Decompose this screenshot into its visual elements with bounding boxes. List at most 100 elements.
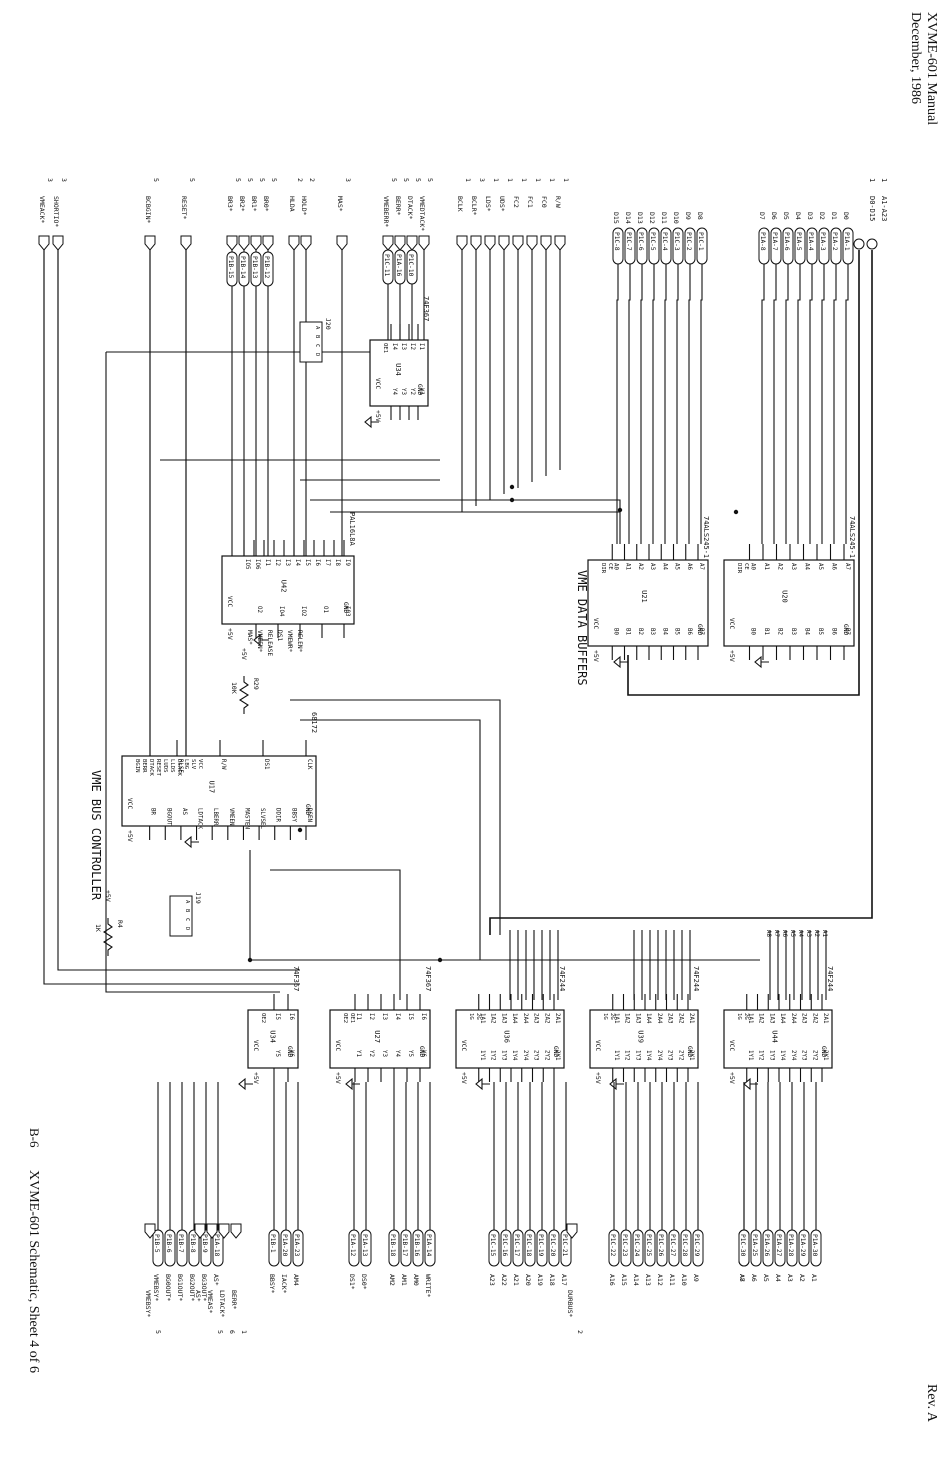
ic-pin-name: A6: [686, 563, 692, 570]
bottom-net-label: A11: [668, 1274, 676, 1286]
bus-controller-caption: VME BUS CONTROLLER: [89, 770, 103, 901]
ic-pin-name: B4: [661, 628, 667, 635]
ic-control-pin: OE1: [382, 343, 388, 353]
connector-outline: [770, 227, 782, 265]
connector-label: P1B-5: [153, 1234, 160, 1253]
data-net-label: D4: [794, 212, 802, 220]
top-bus-label: A1-A23: [880, 196, 888, 221]
connector-label: P1C-20: [549, 1234, 556, 1257]
ic-gnd-pin: GND: [418, 1046, 425, 1057]
ground-glyph: [743, 1077, 758, 1091]
ic-pin-name: 2A3: [667, 1013, 673, 1024]
connector-label: P1C-1: [697, 232, 704, 251]
connector-outline: [656, 1229, 668, 1267]
ic-control-pin: SLV: [190, 759, 196, 770]
bottom-net-label: BBSY*: [268, 1274, 276, 1294]
ic-pin-name: 1A3: [634, 1013, 640, 1024]
signal-sheet-ref: 1: [520, 178, 528, 182]
ic-vcc-pin: VCC: [728, 1040, 735, 1051]
ic-pin-name: 1Y1: [613, 1050, 619, 1061]
ic-pin-name: 1A4: [511, 1013, 517, 1024]
signal-sheet-ref: 2: [296, 178, 304, 182]
ic-pin-name: B0: [750, 628, 756, 635]
resistor-reference: R29: [252, 678, 260, 690]
signal-label: BERR*: [394, 196, 402, 216]
connector-outline: [624, 227, 636, 265]
ic-reference: U27: [373, 1030, 381, 1043]
connector-outline: [612, 227, 624, 265]
ic-pin-name: Y2: [409, 388, 415, 395]
ic-vcc-pin: VCC: [226, 596, 233, 607]
connector-label: P1C-28: [681, 1234, 688, 1257]
signal-label: RESET*: [180, 196, 188, 220]
ic-pin-name: 1Y2: [624, 1050, 630, 1060]
connector-label: P1C-18: [525, 1234, 532, 1257]
connector-label: P1C-22: [609, 1234, 616, 1257]
ic-pin-name: 1Y4: [779, 1050, 785, 1061]
ic-gnd-pin: GND: [686, 1046, 693, 1057]
signal-label: BCLR*: [470, 196, 478, 216]
ic-pin-name: Y1: [418, 388, 424, 395]
ground-symbol: [345, 1077, 360, 1091]
ic-pin-name: 2Y3: [533, 1050, 539, 1061]
connector-p1a: P1A-2: [830, 227, 842, 265]
address-bus-tap: A1: [821, 930, 827, 937]
ic-pin-name: I7: [324, 559, 330, 566]
internal-net-label: VMEEN*: [256, 630, 263, 653]
ic-pin-name: DDIR: [275, 808, 281, 822]
connector-outline: [262, 251, 274, 287]
signal-sheet-ref: 5: [188, 178, 196, 182]
misc-terminal: [144, 1223, 156, 1239]
ic-control-pin: CE: [743, 563, 749, 570]
connector-outline: [842, 227, 854, 265]
ic-pin-name: R/W: [220, 759, 226, 770]
junction-dot: [297, 827, 303, 833]
signal-sheet-ref: 5: [414, 178, 422, 182]
ic-reference: U21: [640, 590, 648, 603]
ic-control-pin: DSACK: [176, 759, 182, 776]
data-wire: [797, 264, 801, 544]
data-net-label: D12: [648, 212, 656, 224]
connector-label: P1B-13: [251, 256, 258, 279]
connector-bottom: P1B-1: [268, 1229, 280, 1267]
signal-sheet-ref: 5: [152, 178, 160, 182]
ic-reference: U39: [637, 1030, 645, 1043]
bottom-net-label: A4: [774, 1274, 782, 1282]
connector-outline: [200, 1229, 212, 1267]
ic-supply-label: +5V: [374, 410, 382, 422]
ic-vcc-pin: VCC: [594, 1040, 601, 1051]
ic-supply-label: +5V: [126, 830, 134, 842]
data-net-label: D13: [636, 212, 644, 224]
signal-label: VMEDTACK*: [418, 196, 426, 231]
ic-pin-name: A7: [844, 563, 850, 570]
signal-sheet-ref: 3: [344, 178, 352, 182]
data-bus-terminal: [853, 238, 865, 250]
ic-pin-name: 2Y2: [543, 1050, 549, 1060]
ic-control-pin: 1G: [736, 1013, 742, 1020]
ic-pin-name: VMEEN: [228, 808, 234, 826]
connector-label: P1A-25: [751, 1234, 758, 1257]
ic-pin-name: A3: [649, 563, 655, 570]
signal-terminal: [336, 235, 348, 251]
resistor-zigzag: [102, 918, 114, 956]
connector-outline: [692, 1229, 704, 1267]
data-wire: [821, 264, 825, 544]
misc-terminal: [566, 1223, 578, 1239]
resistor-zigzag: [238, 676, 250, 714]
ic-pin-name: BGOUT: [165, 808, 171, 826]
connector-outline: [680, 1229, 692, 1267]
ic-control-pin: 2G: [743, 1013, 749, 1020]
ic-pin-name: MASTEN: [243, 808, 249, 829]
ic-pin-name: B3: [649, 628, 655, 635]
connector-bottom: P1C-20: [548, 1229, 560, 1267]
bottom-net-label: WRITE*: [424, 1274, 432, 1298]
signal-terminal: [498, 235, 510, 251]
ic-gnd-pin: GND: [842, 624, 849, 635]
ic-pin-name: B5: [674, 628, 680, 635]
signal-terminal: [288, 235, 300, 251]
